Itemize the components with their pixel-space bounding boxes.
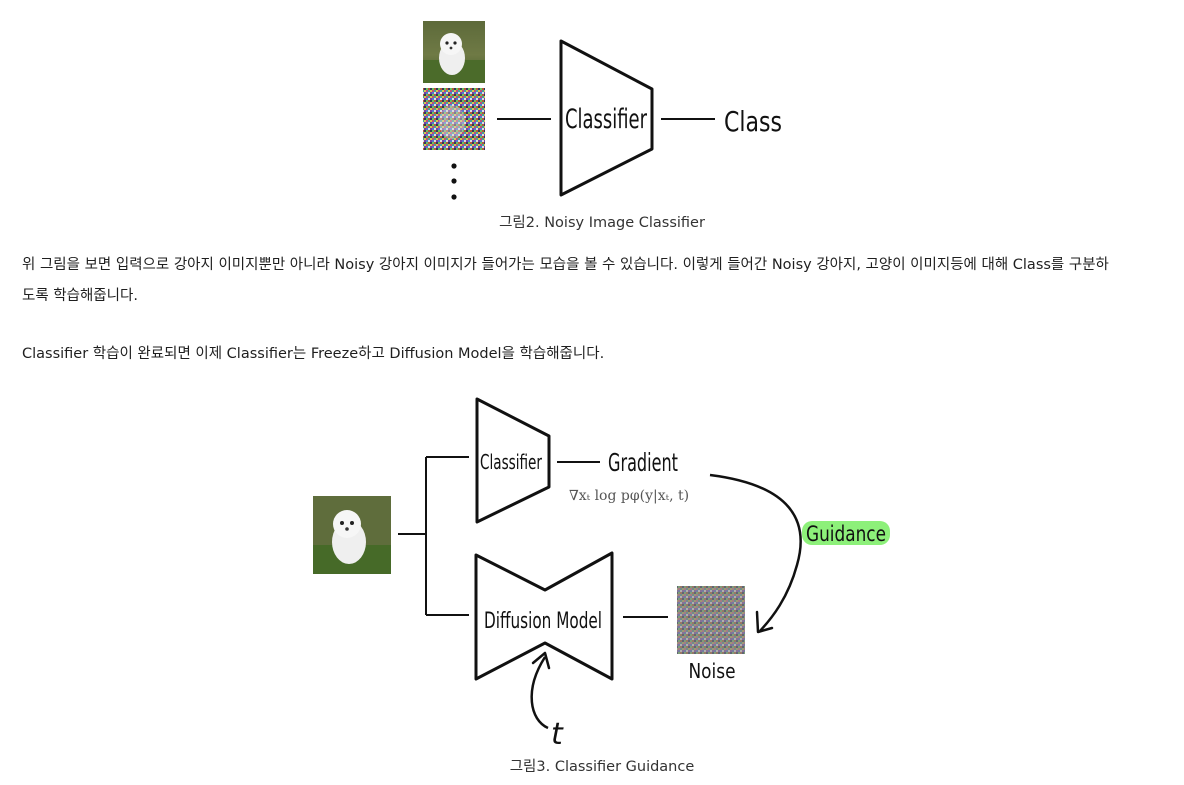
body-paragraph-2: Classifier 학습이 완료되면 이제 Classifier는 Freez… [22, 339, 1182, 370]
class-output-label: Class [724, 105, 782, 138]
classifier-block [559, 39, 654, 197]
input-dog-image [313, 496, 391, 574]
diffusion-model-block [474, 551, 614, 681]
classifier-block-fig3 [475, 397, 551, 524]
gradient-formula: ∇xₜ log pφ(y|xₜ, t) [569, 488, 689, 504]
noise-image [677, 586, 745, 654]
dog-image-thumbnail [423, 21, 485, 83]
diffusion-model-label: Diffusion Model [484, 609, 602, 634]
classifier-label: Classifier [565, 104, 648, 135]
branch-connector [398, 456, 469, 616]
figure2-caption: 그림2. Noisy Image Classifier [499, 215, 705, 231]
figure3-caption: 그림3. Classifier Guidance [509, 759, 695, 775]
timestep-arrow [530, 656, 549, 730]
noisy-dog-image-thumbnail [423, 88, 485, 150]
paragraph-1-line-1: 위 그림을 보면 입력으로 강아지 이미지뿐만 아니라 Noisy 강아지 이미… [22, 257, 1109, 273]
guidance-arrow [709, 473, 802, 632]
figure-noisy-image-classifier: Classifier Class [423, 21, 782, 200]
paragraph-1-line-2: 도록 학습해줍니다. [22, 288, 138, 304]
ellipsis-dots [451, 163, 457, 200]
guidance-arrowhead [755, 610, 774, 634]
paragraph-2-text: Classifier 학습이 완료되면 이제 Classifier는 Freez… [22, 346, 605, 362]
classifier-label-fig3: Classifier [480, 450, 543, 474]
body-paragraph-1: 위 그림을 보면 입력으로 강아지 이미지뿐만 아니라 Noisy 강아지 이미… [22, 250, 1182, 312]
guidance-highlight [802, 521, 890, 545]
guidance-label: Guidance [806, 522, 886, 546]
gradient-label: Gradient [608, 448, 678, 477]
noise-label: Noise [689, 659, 736, 683]
timestep-arrowhead [531, 651, 551, 670]
timestep-label: t [551, 717, 564, 752]
